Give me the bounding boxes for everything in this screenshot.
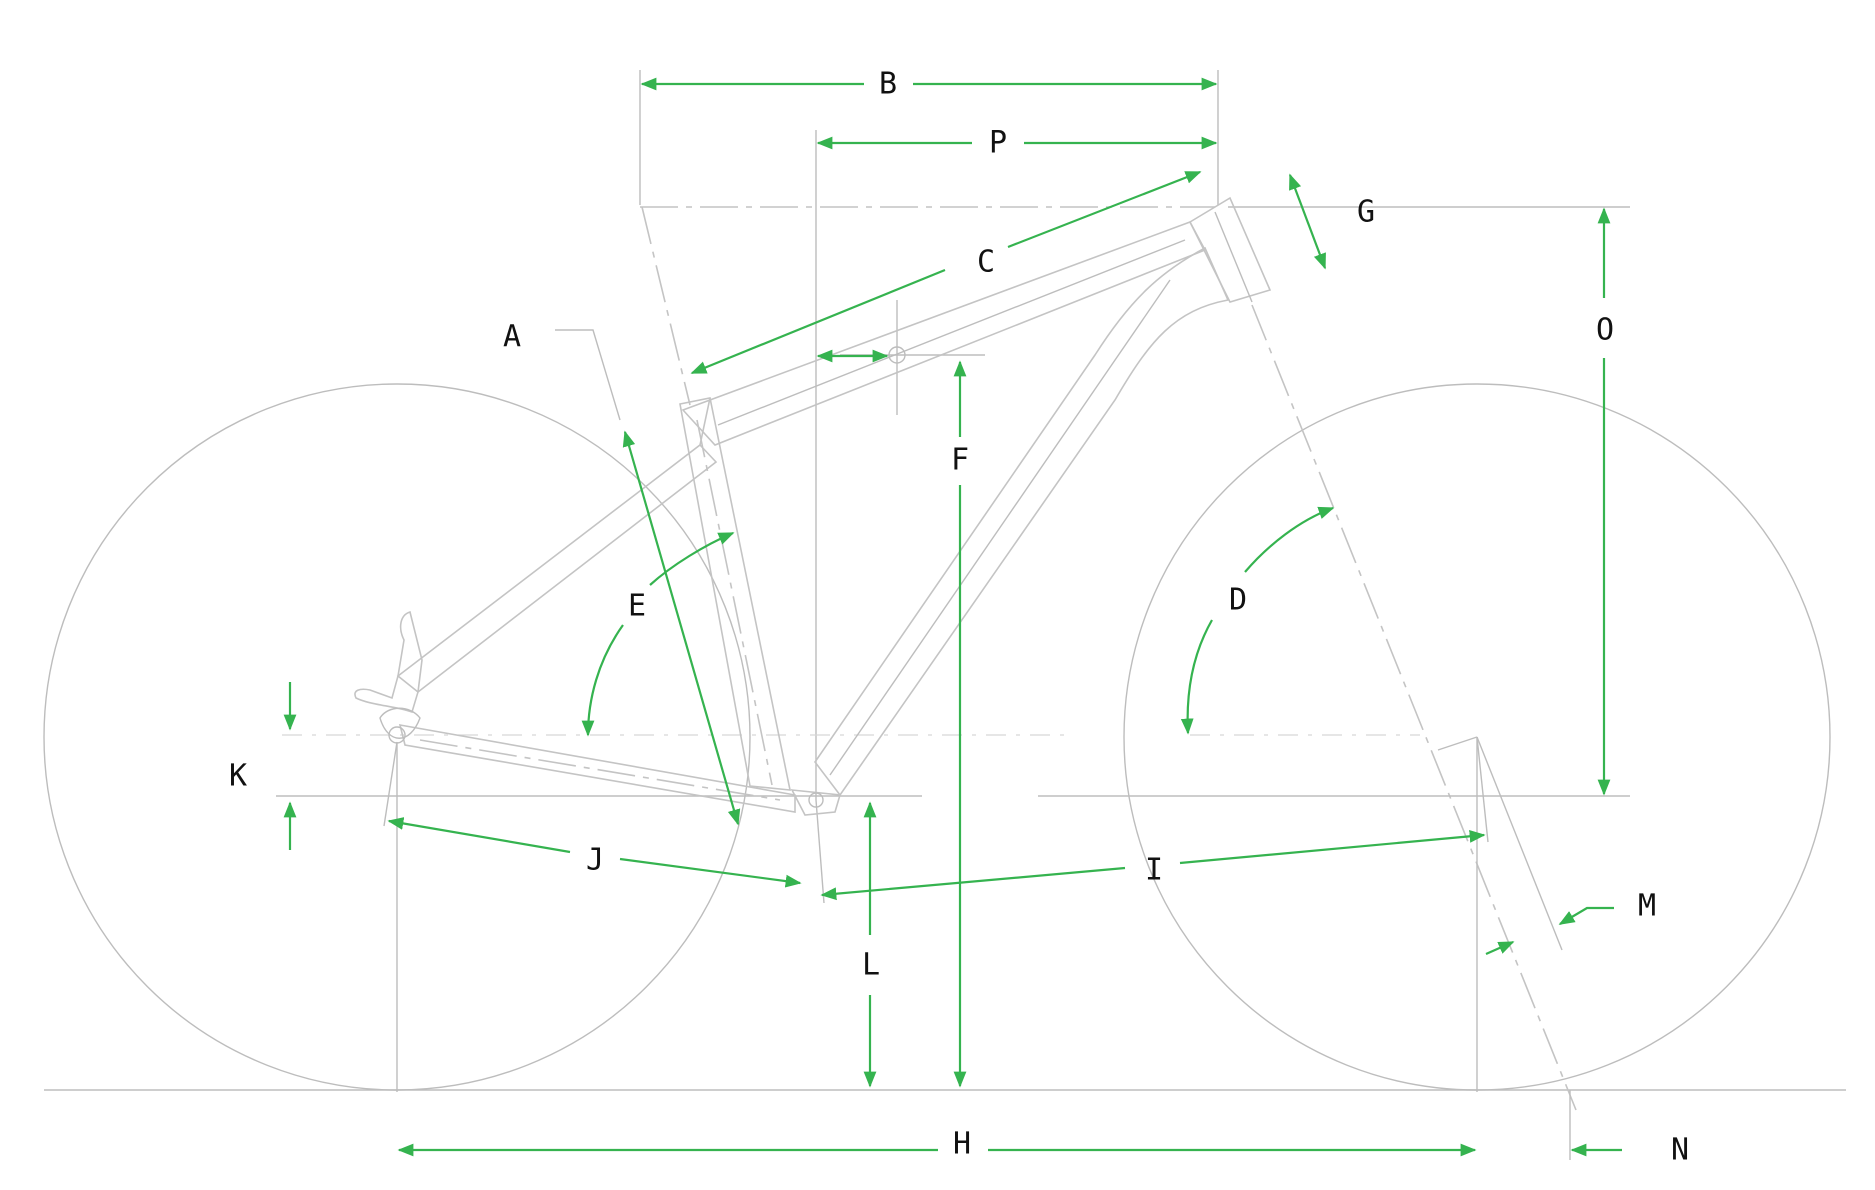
label-o: O <box>1596 313 1614 348</box>
dim-e-lower <box>581 624 624 737</box>
label-n: N <box>1671 1133 1689 1168</box>
label-a: A <box>503 320 521 355</box>
dim-m <box>1558 906 1614 925</box>
dim-g <box>1288 173 1327 270</box>
dim-e-upper <box>649 531 735 586</box>
dim-c-right <box>1007 170 1202 249</box>
bike-frame <box>354 196 1272 816</box>
label-h: H <box>953 1127 971 1162</box>
dimension-arrows <box>283 77 1622 1157</box>
dim-j-right <box>619 857 802 888</box>
label-g: G <box>1357 195 1375 230</box>
label-j: J <box>586 843 604 878</box>
dim-c-left <box>690 268 946 375</box>
label-l: L <box>862 948 880 983</box>
label-d: D <box>1229 583 1247 618</box>
dim-m-inner <box>1485 940 1515 956</box>
dim-j-left <box>387 817 571 854</box>
label-m: M <box>1638 889 1656 924</box>
dim-i-right <box>1179 829 1486 865</box>
reference-lines <box>276 70 1630 1160</box>
dimension-labels: B P C G O A F E D K J I L M H N <box>229 67 1689 1168</box>
label-p: P <box>989 126 1007 161</box>
dim-d-upper <box>1244 506 1335 573</box>
dim-d-lower <box>1180 619 1213 735</box>
dim-a <box>622 430 741 826</box>
label-b: B <box>879 67 897 102</box>
label-i: I <box>1145 853 1163 888</box>
label-c: C <box>977 245 995 280</box>
dim-i-left <box>820 866 1126 901</box>
label-e: E <box>628 589 646 624</box>
label-k: K <box>229 759 247 794</box>
label-f: F <box>951 443 969 478</box>
wheels <box>43 383 1831 1091</box>
